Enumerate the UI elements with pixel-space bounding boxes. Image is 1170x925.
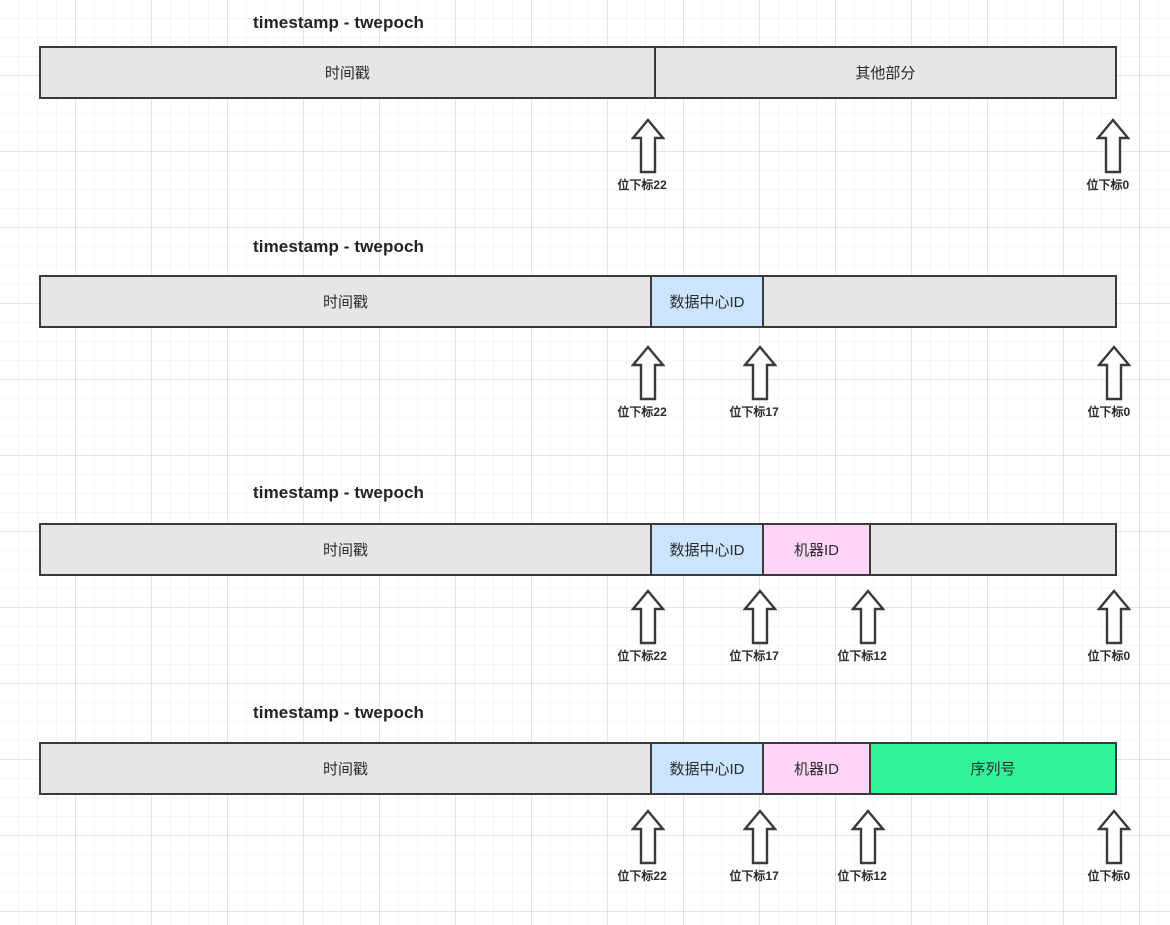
row-2-pointer-bit22: 位下标22 — [617, 345, 667, 419]
row-3-pointer-label-bit22: 位下标22 — [617, 649, 667, 663]
up-arrow-icon — [1097, 589, 1131, 645]
row-4-pointer-bit12: 位下标12 — [837, 809, 887, 883]
up-arrow-icon — [743, 345, 777, 401]
row-3-pointer-label-bit0: 位下标0 — [1087, 649, 1131, 663]
row-3-segment-machine-id: 机器ID — [762, 525, 869, 574]
row-1-pointer-label-bit0: 位下标0 — [1086, 178, 1130, 192]
row-1-pointer-bit0: 位下标0 — [1087, 118, 1130, 192]
row-4-pointer-bit17: 位下标17 — [729, 809, 779, 883]
row-4-segment-machine-id: 机器ID — [762, 744, 869, 793]
row-1-title: timestamp - twepoch — [253, 13, 424, 32]
row-4-title: timestamp - twepoch — [253, 703, 424, 722]
row-2-bitfield-bar: 时间戳 数据中心ID — [39, 275, 1117, 328]
up-arrow-icon — [743, 809, 777, 865]
row-1-segment-timestamp: 时间戳 — [41, 48, 654, 97]
row-3-pointer-label-bit17: 位下标17 — [729, 649, 779, 663]
row-3-segment-timestamp: 时间戳 — [41, 525, 650, 574]
up-arrow-icon — [631, 809, 665, 865]
row-3-pointer-bit22: 位下标22 — [617, 589, 667, 663]
row-3-title: timestamp - twepoch — [253, 483, 424, 502]
row-4-pointer-bit0: 位下标0 — [1088, 809, 1131, 883]
row-1-pointer-label-bit22: 位下标22 — [617, 178, 667, 192]
up-arrow-icon — [851, 589, 885, 645]
row-4-segment-timestamp: 时间戳 — [41, 744, 650, 793]
up-arrow-icon — [631, 345, 665, 401]
row-4-pointer-label-bit12: 位下标12 — [837, 869, 887, 883]
row-3-pointer-bit17: 位下标17 — [729, 589, 779, 663]
up-arrow-icon — [851, 809, 885, 865]
row-2-segment-datacenter-id: 数据中心ID — [650, 277, 762, 326]
row-4-segment-datacenter-id: 数据中心ID — [650, 744, 762, 793]
up-arrow-icon — [631, 589, 665, 645]
row-1-bitfield-bar: 时间戳 其他部分 — [39, 46, 1117, 99]
row-2-pointer-label-bit17: 位下标17 — [729, 405, 779, 419]
row-2-pointer-label-bit22: 位下标22 — [617, 405, 667, 419]
row-2-pointer-bit0: 位下标0 — [1088, 345, 1131, 419]
row-2-pointer-label-bit0: 位下标0 — [1087, 405, 1131, 419]
row-4-bitfield-bar: 时间戳 数据中心ID 机器ID 序列号 — [39, 742, 1117, 795]
up-arrow-icon — [1097, 809, 1131, 865]
row-4-pointer-label-bit17: 位下标17 — [729, 869, 779, 883]
row-3-segment-empty — [869, 525, 1115, 574]
up-arrow-icon — [1096, 118, 1130, 174]
row-4-pointer-label-bit0: 位下标0 — [1087, 869, 1131, 883]
row-4-pointer-bit22: 位下标22 — [617, 809, 667, 883]
up-arrow-icon — [631, 118, 665, 174]
row-4-segment-sequence-no: 序列号 — [869, 744, 1115, 793]
row-4-pointer-label-bit22: 位下标22 — [617, 869, 667, 883]
up-arrow-icon — [743, 589, 777, 645]
row-2-segment-timestamp: 时间戳 — [41, 277, 650, 326]
row-3-bitfield-bar: 时间戳 数据中心ID 机器ID — [39, 523, 1117, 576]
row-2-title: timestamp - twepoch — [253, 237, 424, 256]
row-3-pointer-label-bit12: 位下标12 — [837, 649, 887, 663]
up-arrow-icon — [1097, 345, 1131, 401]
row-3-pointer-bit0: 位下标0 — [1088, 589, 1131, 663]
row-1-pointer-bit22: 位下标22 — [617, 118, 667, 192]
row-2-pointer-bit17: 位下标17 — [729, 345, 779, 419]
row-3-segment-datacenter-id: 数据中心ID — [650, 525, 762, 574]
row-2-segment-empty — [762, 277, 1115, 326]
row-3-pointer-bit12: 位下标12 — [837, 589, 887, 663]
row-1-segment-other: 其他部分 — [653, 48, 1115, 97]
